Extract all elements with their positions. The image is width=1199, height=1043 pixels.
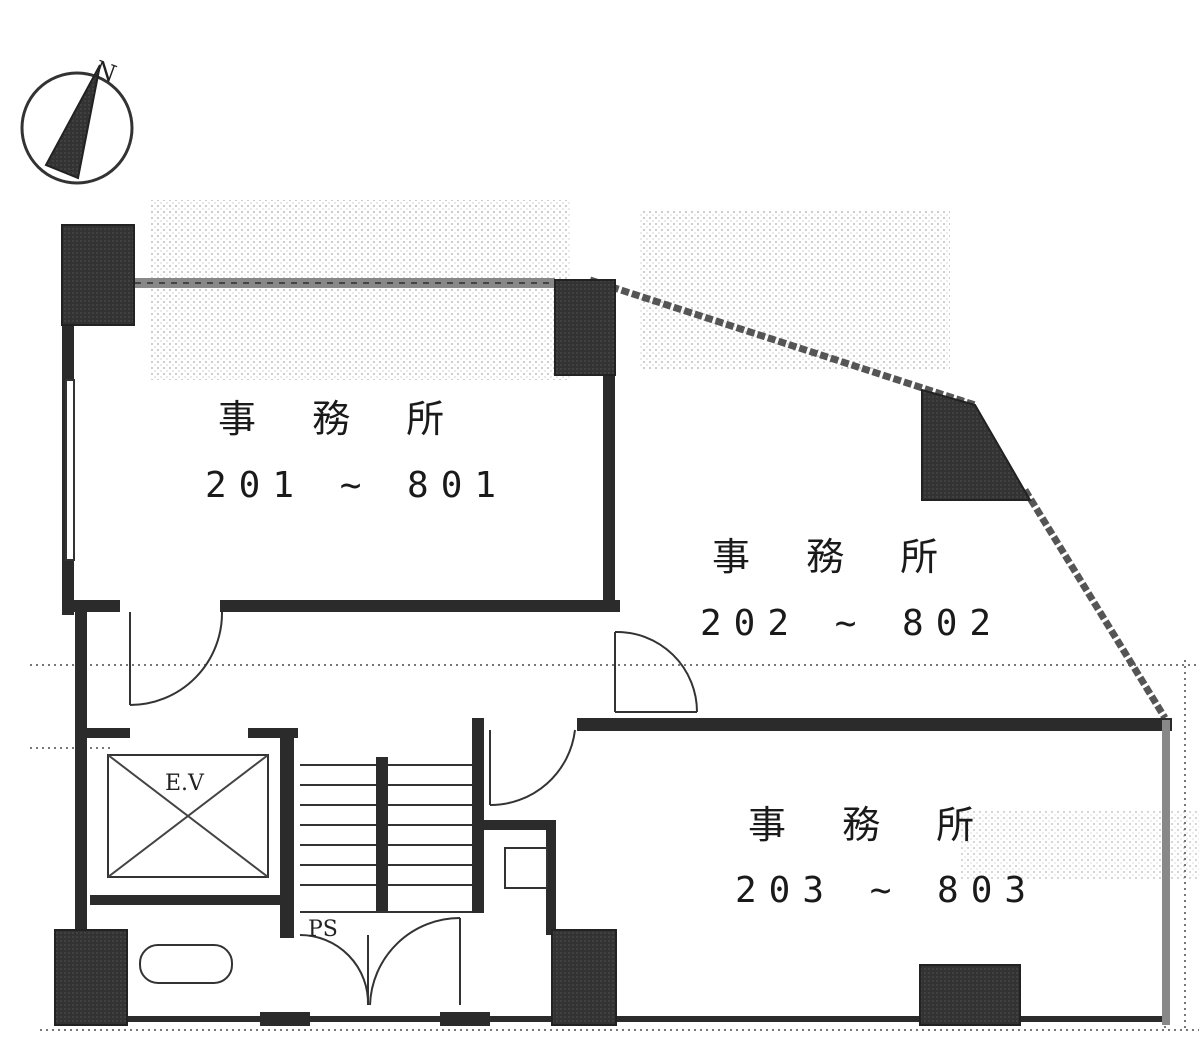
room-name: 事 務 所 [748, 803, 996, 847]
diagonal-wall [135, 276, 1168, 720]
compass-circle [20, 71, 134, 185]
room-202: 事 務 所 202 ~ 802 [700, 535, 1003, 644]
ps-shaft: PS [308, 847, 548, 942]
toilet-fixture [139, 944, 233, 984]
stairs [300, 764, 472, 913]
elevator: E.V [107, 754, 269, 878]
column [554, 279, 616, 376]
room-number: 201 ~ 801 [205, 465, 508, 506]
elevator-label: E.V [165, 771, 205, 796]
room-name: 事 務 所 [218, 397, 466, 441]
compass: N [20, 55, 134, 185]
doors [129, 611, 698, 1006]
room-203: 事 務 所 203 ~ 803 [735, 803, 1038, 911]
column [54, 929, 128, 1026]
neighbor-shading [150, 200, 950, 380]
room-201: 事 務 所 201 ~ 801 [205, 397, 508, 506]
columns [54, 224, 1032, 1026]
room-number: 202 ~ 802 [700, 603, 1003, 644]
column [551, 929, 617, 1026]
north-arrow-icon [44, 64, 101, 180]
column [919, 964, 1021, 1026]
ps-label: PS [308, 917, 338, 942]
room-name: 事 務 所 [712, 535, 960, 579]
column [921, 388, 1032, 501]
column [61, 224, 135, 326]
right-shading [960, 810, 1199, 880]
elevator-shaft [107, 754, 269, 878]
room-number: 203 ~ 803 [735, 870, 1038, 911]
